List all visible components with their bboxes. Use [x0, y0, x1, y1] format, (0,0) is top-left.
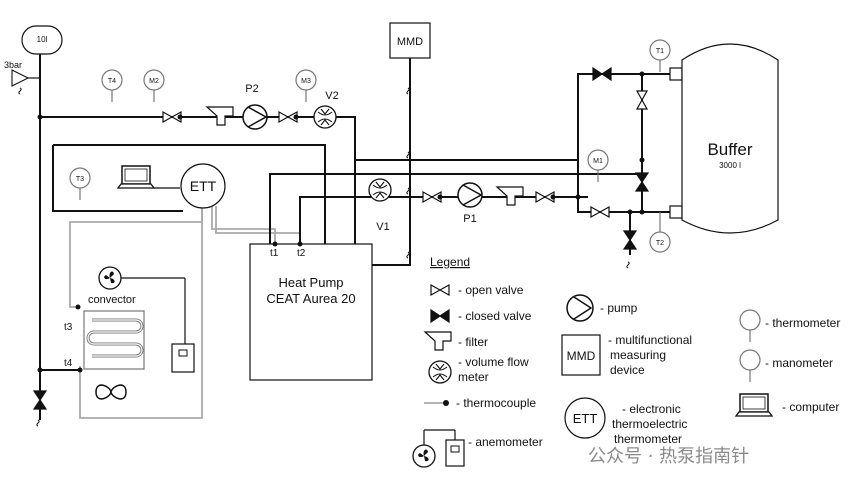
legend-title: Legend [430, 255, 470, 269]
legend-mmd-box [561, 334, 601, 376]
closed-valve-icon [635, 172, 649, 192]
gauge-t4-label: T4 [108, 78, 116, 85]
manometer-m3-icon [295, 69, 317, 103]
mmd-label: MMD [397, 36, 423, 48]
legend-mmd-desc-1: - multifunctional [608, 333, 692, 347]
ett-label: ETT [190, 178, 217, 194]
thermocouple-t3-label: t3 [64, 322, 73, 333]
tank-label: 10l [37, 35, 48, 44]
legend-closed-valve: - closed valve [458, 309, 532, 323]
heat-pump-line1: Heat Pump [278, 275, 343, 290]
ett-circle [180, 163, 226, 209]
legend-manometer: - manometer [765, 356, 833, 370]
open-valve-icon [636, 90, 648, 110]
legend-manometer-icon [739, 349, 761, 383]
gauge-t3-label: T3 [76, 176, 84, 183]
legend-ett-desc-1: - electronic [622, 402, 681, 416]
legend-computer-icon [735, 393, 773, 417]
thermometer-t1-icon [649, 39, 671, 73]
legend-thermometer: - thermometer [765, 316, 840, 330]
legend-ett-circle [564, 397, 606, 439]
flow-meter-v2-label: V2 [325, 90, 338, 102]
legend-flow-meter-1: - volume flow [458, 355, 529, 369]
legend-thermometer-icon [739, 309, 761, 343]
legend-anemometer-icon [412, 429, 465, 468]
pump-p1-icon [457, 182, 483, 208]
thermometer-t3-icon [69, 167, 91, 201]
legend-mmd: MMD [567, 349, 596, 363]
buffer-title: Buffer [707, 140, 752, 159]
thermocouple-t2-label: t2 [297, 248, 306, 259]
buffer-tank [681, 43, 779, 234]
thermometer-t4-icon [101, 69, 123, 103]
manometer-m2-icon [143, 69, 165, 103]
buffer-volume: 3000 l [719, 161, 741, 170]
legend-ett: ETT [573, 411, 598, 426]
thermometer-t2-icon [649, 212, 671, 253]
legend-anemometer: - anemometer [468, 435, 543, 449]
legend-open-valve: - open valve [458, 283, 524, 297]
relief-valve-icon [11, 69, 40, 95]
pump-p1-label: P1 [463, 213, 476, 225]
gauge-m3-label: M3 [301, 78, 311, 85]
legend-filter-icon [424, 331, 452, 351]
flow-meter-v1-label: V1 [376, 221, 389, 233]
closed-valve-icon [33, 390, 47, 410]
manometer-m1-icon [587, 149, 609, 183]
heat-pump-box [249, 243, 373, 381]
gauge-m1-label: M1 [593, 158, 603, 165]
legend-computer: - computer [782, 400, 839, 414]
legend-ett-desc-2: thermoelectric [612, 417, 687, 431]
open-valve-icon [590, 206, 610, 218]
pump-p2-label: P2 [245, 83, 258, 95]
gauge-t1-label: T1 [656, 48, 664, 55]
convector-label: convector [88, 294, 136, 306]
legend-pump-icon [566, 294, 594, 322]
legend-thermocouple: - thermocouple [456, 396, 536, 410]
legend-mmd-desc-2: measuring [610, 348, 666, 362]
relief-label: 3bar [4, 60, 22, 70]
thermocouple-t1-label: t1 [270, 248, 279, 259]
legend-filter: - filter [458, 335, 488, 349]
pump-p2-icon [242, 104, 268, 130]
heat-pump-line2: CEAT Aurea 20 [266, 291, 355, 306]
legend-pump: - pump [600, 301, 638, 315]
legend-ett-desc-3: thermometer [614, 432, 682, 446]
gauge-t2-label: T2 [656, 240, 664, 247]
anemometer-fan-icon [98, 266, 122, 290]
thermocouple-t4-label: t4 [64, 358, 73, 369]
volume-flow-meter-v1-icon [368, 178, 392, 202]
closed-valve-icon [623, 230, 637, 250]
legend-open-valve-icon [430, 284, 450, 296]
computer-icon [117, 165, 155, 189]
convector-fan-icon [95, 384, 127, 400]
closed-valve-icon [592, 67, 612, 81]
legend-flow-meter-icon [428, 360, 452, 384]
anemometer-display [171, 343, 195, 373]
watermark: 公众号 · 热泵指南针 [588, 446, 750, 467]
legend-closed-valve-icon [430, 309, 450, 323]
volume-flow-meter-v2-icon [313, 105, 337, 129]
legend-mmd-desc-3: device [610, 363, 645, 377]
expansion-tank [21, 25, 63, 80]
gauge-m2-label: M2 [149, 78, 159, 85]
legend-flow-meter-2: meter [458, 370, 489, 384]
mmd-box [389, 22, 431, 59]
